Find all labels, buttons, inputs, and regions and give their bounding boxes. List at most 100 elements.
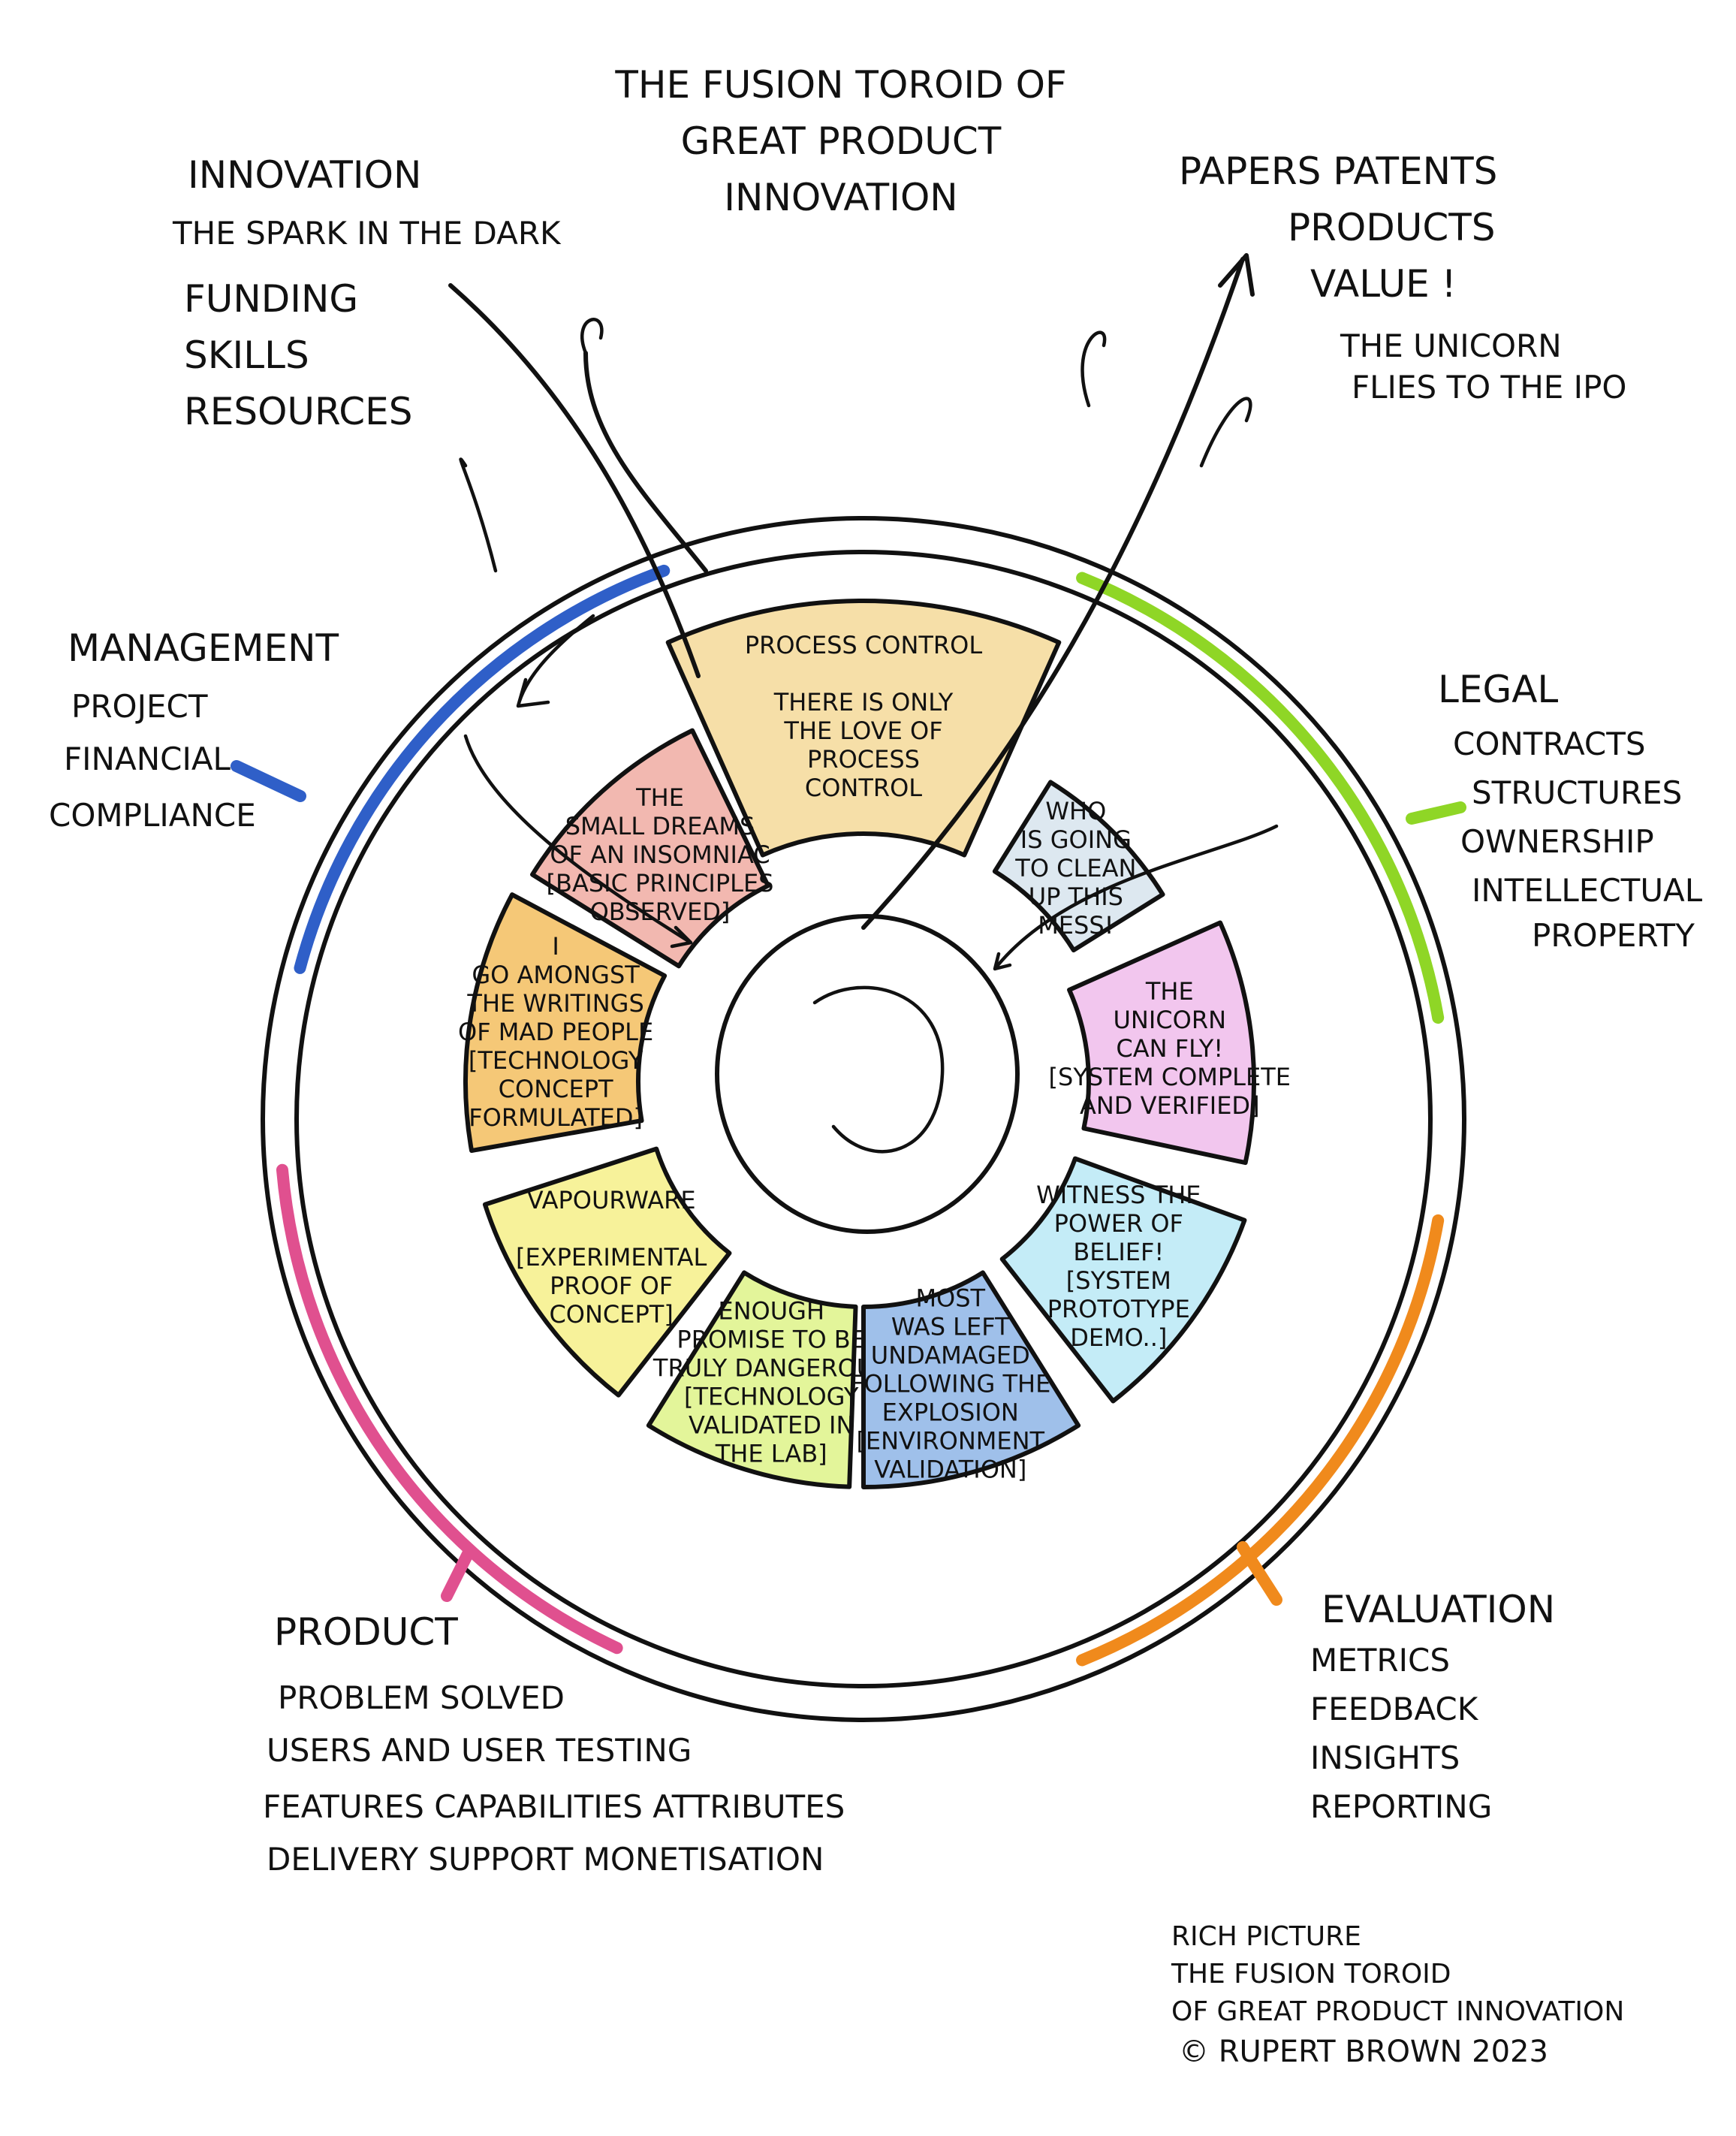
inputs-item: SKILLS <box>184 333 309 377</box>
ring-channel-product <box>276 1163 623 1655</box>
hub <box>715 914 1020 1234</box>
segment-shape <box>992 780 1165 953</box>
inputs-heading: INNOVATION <box>188 153 421 197</box>
outputs-tagline: THE UNICORN <box>1340 327 1562 364</box>
management-item: PROJECT <box>71 688 208 725</box>
feed-arrow-icon <box>516 614 595 708</box>
segment-text: [TECHNOLOGY <box>684 1383 859 1411</box>
ring-branches <box>231 760 1466 1606</box>
legal-heading: LEGAL <box>1438 668 1558 711</box>
segment-text: GO AMONGST <box>472 961 640 989</box>
footer: RICH PICTURE THE FUSION TOROID OF GREAT … <box>1171 1921 1624 2069</box>
segment-text: ENOUGH <box>718 1297 824 1326</box>
output-swirl-icon <box>1080 330 1107 408</box>
ring-channel-management <box>294 564 671 974</box>
cycle-arrow-icon-left <box>463 734 693 949</box>
inputs-item: FUNDING <box>184 277 358 321</box>
footer-line: THE FUSION TOROID <box>1171 1959 1451 1990</box>
segment-text: MESS! <box>1038 911 1114 940</box>
segment-text: I <box>552 932 559 961</box>
evaluation-item: REPORTING <box>1310 1788 1492 1825</box>
segment-shape <box>665 599 1062 858</box>
segment-text: TRULY DANGEROUS <box>653 1354 890 1383</box>
segment-text: UNICORN <box>1114 1006 1227 1034</box>
outer-ring <box>261 516 1466 1722</box>
ring-channel-evaluation <box>1076 1214 1445 1667</box>
segment-shape <box>1067 920 1256 1166</box>
segment-text: CAN FLY! <box>1116 1034 1223 1063</box>
title: THE FUSION TOROID OF GREAT PRODUCT INNOV… <box>614 63 1066 219</box>
segment-text: IS GOING <box>1020 825 1132 854</box>
legal-label: LEGAL CONTRACTS STRUCTURES OWNERSHIP INT… <box>1438 668 1703 954</box>
product-item: PROBLEM SOLVED <box>278 1679 565 1716</box>
title-line-3: INNOVATION <box>724 176 957 219</box>
segment-text: DEMO..] <box>1070 1323 1167 1352</box>
product-item: DELIVERY SUPPORT MONETISATION <box>267 1841 824 1878</box>
title-line-1: THE FUSION TOROID OF <box>614 63 1066 107</box>
outputs-line: VALUE ! <box>1310 262 1457 306</box>
management-item: FINANCIAL <box>64 741 231 777</box>
output-arrowhead-icon <box>1218 253 1255 297</box>
outputs-line: PAPERS PATENTS <box>1179 149 1497 193</box>
segment-text: TO CLEAN <box>1014 854 1136 882</box>
segment-text: THE <box>1145 977 1194 1006</box>
segment-text: PROMISE TO BE <box>677 1326 866 1354</box>
segment-shape <box>999 1156 1247 1404</box>
management-item: COMPLIANCE <box>49 797 256 834</box>
cycle-arrow-icon-right <box>993 824 1279 971</box>
segment-text: VALIDATED IN <box>689 1411 854 1440</box>
segment-shape <box>463 892 668 1154</box>
segment-text: [SYSTEM COMPLETE <box>1049 1063 1291 1091</box>
segment-shape <box>482 1146 732 1398</box>
segment-text: MOST <box>915 1284 985 1313</box>
segment-text: CONTROL <box>805 774 922 802</box>
segment-text: [BASIC PRINCIPLES <box>547 869 774 898</box>
evaluation-branch <box>1237 1541 1282 1606</box>
segment-text: PROCESS <box>807 745 920 774</box>
segment-text: CONCEPT <box>499 1075 613 1103</box>
inputs-label: INNOVATION THE SPARK IN THE DARK FUNDING… <box>172 153 562 433</box>
management-branch <box>231 760 306 802</box>
legal-item: OWNERSHIP <box>1460 823 1654 860</box>
output-stream <box>861 257 1245 930</box>
segment-text: [SYSTEM <box>1066 1266 1171 1295</box>
legal-branch <box>1406 801 1466 825</box>
flow-arrows <box>448 253 1279 971</box>
evaluation-item: METRICS <box>1310 1642 1450 1679</box>
segment-shape <box>861 1270 1081 1489</box>
segment-text: [ENVIRONMENT <box>856 1427 1044 1456</box>
management-label: MANAGEMENT PROJECT FINANCIAL COMPLIANCE <box>49 626 339 834</box>
product-item: FEATURES CAPABILITIES ATTRIBUTES <box>263 1788 845 1825</box>
segment-text: PROOF OF <box>550 1272 673 1300</box>
left-swirl-icon <box>459 457 498 573</box>
segment-text: [TECHNOLOGY <box>469 1046 643 1075</box>
segment-text: POWER OF <box>1054 1209 1183 1238</box>
segment-text: SMALL DREAMS <box>565 812 755 840</box>
product-branch <box>441 1545 475 1602</box>
input-stream-wall <box>583 351 708 573</box>
outputs-line: PRODUCTS <box>1288 206 1496 249</box>
ring-channel-legal <box>1076 572 1445 1024</box>
product-item: USERS AND USER TESTING <box>267 1732 692 1769</box>
segment-text: THE LOVE OF <box>783 717 942 745</box>
evaluation-item: INSIGHTS <box>1310 1739 1460 1776</box>
legal-item: CONTRACTS <box>1453 726 1646 762</box>
product-heading: PRODUCT <box>274 1610 458 1654</box>
footer-line: OF GREAT PRODUCT INNOVATION <box>1171 1996 1624 2027</box>
ring-channels <box>276 564 1445 1667</box>
segment-text: PROCESS CONTROL <box>745 631 983 659</box>
segment-text: PROTOTYPE <box>1047 1295 1190 1323</box>
segment-text: EXPLOSION <box>882 1398 1019 1427</box>
segment-text: OF MAD PEOPLE <box>458 1018 653 1046</box>
evaluation-label: EVALUATION METRICS FEEDBACK INSIGHTS REP… <box>1310 1588 1555 1825</box>
right-swirl-icon <box>1199 397 1252 468</box>
evaluation-item: FEEDBACK <box>1310 1691 1479 1727</box>
title-line-2: GREAT PRODUCT <box>681 119 1002 163</box>
segment-shape <box>530 728 770 969</box>
